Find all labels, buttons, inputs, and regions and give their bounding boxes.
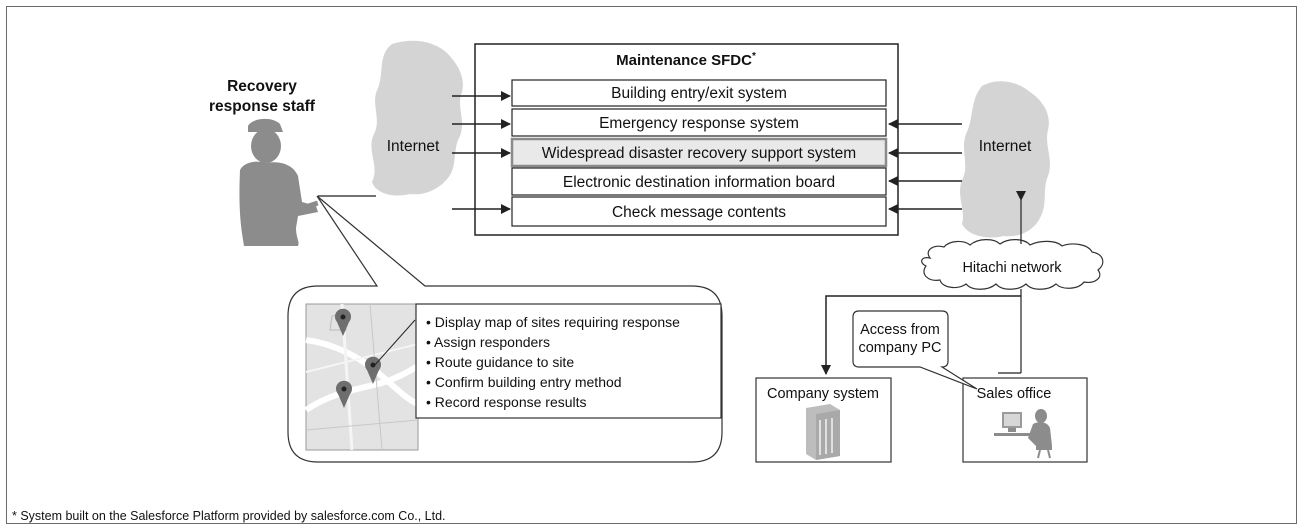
sales-office-box xyxy=(962,377,1088,463)
arrow-network-to-company-system xyxy=(821,295,1021,375)
internet-cloud-left xyxy=(371,40,463,196)
internet-right-label: Internet xyxy=(979,138,1032,155)
footnote: * System built on the Salesforce Platfor… xyxy=(12,509,446,523)
feature-item: • Confirm building entry method xyxy=(426,374,622,390)
map-image xyxy=(304,303,420,451)
feature-list-box xyxy=(415,303,722,419)
hitachi-network-cloud xyxy=(921,239,1104,290)
pin-leader-line xyxy=(373,319,416,367)
staff-label-line2: response staff xyxy=(209,98,316,115)
access-speech-bubble xyxy=(852,310,978,390)
feature-item: • Route guidance to site xyxy=(426,354,574,370)
system-row xyxy=(511,79,887,107)
system-row-label: Check message contents xyxy=(612,204,786,221)
feature-item: • Record response results xyxy=(426,394,587,410)
internet-left-label: Internet xyxy=(387,138,440,155)
system-row xyxy=(511,196,887,227)
desk-worker-icon xyxy=(994,409,1052,459)
hitachi-network-label: Hitachi network xyxy=(962,260,1062,276)
staff-label-line1: Recovery xyxy=(227,78,297,95)
system-row-label: Widespread disaster recovery support sys… xyxy=(542,145,856,162)
sfdc-box xyxy=(474,43,899,236)
internet-cloud-right xyxy=(960,81,1050,238)
system-row-label: Building entry/exit system xyxy=(611,85,787,102)
server-icon xyxy=(806,404,840,460)
system-row-highlighted xyxy=(510,137,888,168)
system-row-label: Emergency response system xyxy=(599,115,799,132)
system-row xyxy=(511,167,887,196)
sfdc-title: Maintenance SFDC* xyxy=(616,51,756,69)
system-row-label: Electronic destination information board xyxy=(563,174,835,191)
access-bubble-line2: company PC xyxy=(858,340,941,356)
feature-item: • Display map of sites requiring respons… xyxy=(426,314,680,330)
diagram-frame xyxy=(6,6,1297,524)
map-pin-icon xyxy=(334,308,351,336)
access-bubble-line1: Access from xyxy=(860,322,940,338)
company-system-label: Company system xyxy=(767,386,879,402)
staff-person-icon xyxy=(239,118,319,246)
sales-office-label: Sales office xyxy=(977,386,1052,402)
map-pin-icon xyxy=(364,356,381,384)
system-row xyxy=(511,108,887,137)
feature-item: • Assign responders xyxy=(426,334,550,350)
map-pin-icon xyxy=(335,380,352,408)
